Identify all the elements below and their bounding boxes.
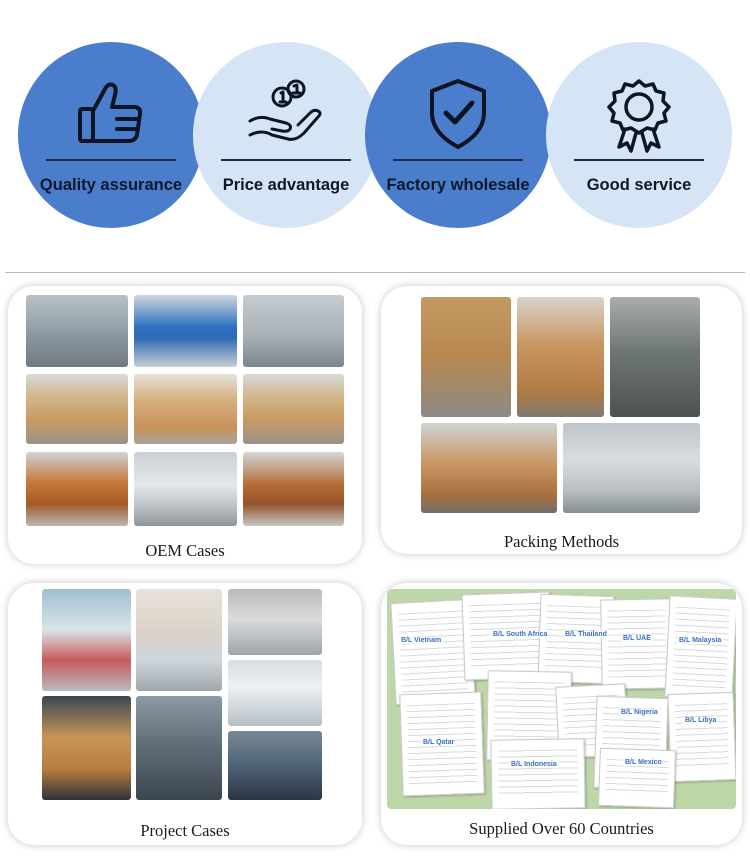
feature-price-advantage: Price advantage <box>193 42 379 228</box>
feature-quality-assurance: Quality assurance <box>18 42 204 228</box>
document-tag: B/L Nigeria <box>619 709 660 716</box>
feature-label: Price advantage <box>222 176 350 194</box>
document-tag: B/L Malaysia <box>677 637 724 644</box>
project-photo <box>136 589 222 691</box>
feature-underline <box>574 159 704 161</box>
project-photo <box>228 731 322 800</box>
document <box>664 595 736 701</box>
document-tag: B/L Libya <box>683 717 719 724</box>
oem-photo <box>134 374 237 444</box>
feature-factory-wholesale: Factory wholesale <box>365 42 551 228</box>
oem-cases-caption: OEM Cases <box>145 541 225 560</box>
hand-coins-icon <box>248 79 322 141</box>
feature-circles: Quality assurance Price advantage Factor… <box>0 0 750 260</box>
document-tag: B/L Vietnam <box>399 637 444 644</box>
project-photo <box>228 660 322 726</box>
document <box>490 738 586 809</box>
oem-photo <box>243 452 344 526</box>
oem-photo <box>243 295 344 367</box>
feature-label: Factory wholesale <box>386 176 530 194</box>
packing-photo <box>610 297 700 417</box>
packing-photo <box>421 297 511 417</box>
oem-photo <box>134 452 237 526</box>
bill-of-lading-collage: B/L Vietnam B/L South Africa B/L Thailan… <box>387 589 736 809</box>
feature-underline <box>393 159 523 161</box>
packing-methods-panel: Packing Methods <box>381 286 742 554</box>
project-photo <box>228 589 322 655</box>
feature-label: Quality assurance <box>39 176 183 194</box>
document-tag: B/L UAE <box>621 635 653 642</box>
document <box>600 598 674 690</box>
feature-label: Good service <box>586 176 692 194</box>
document <box>598 747 676 809</box>
project-photo <box>42 589 131 691</box>
feature-underline <box>46 159 176 161</box>
oem-photo <box>134 295 237 367</box>
project-cases-panel: Project Cases <box>8 583 362 845</box>
shield-check-icon <box>430 79 486 149</box>
document-tag: B/L South Africa <box>491 631 550 638</box>
project-photo <box>42 696 131 800</box>
feature-underline <box>221 159 351 161</box>
packing-photo <box>517 297 604 417</box>
document-tag: B/L Mexico <box>623 759 664 766</box>
project-photo <box>136 696 222 800</box>
document-tag: B/L Qatar <box>421 739 457 746</box>
document-tag: B/L Indonesia <box>509 761 559 768</box>
thumbs-up-icon <box>78 82 143 143</box>
countries-caption: Supplied Over 60 Countries <box>469 819 654 838</box>
document <box>667 691 736 783</box>
packing-photo <box>421 423 557 513</box>
section-divider <box>5 272 745 273</box>
project-cases-caption: Project Cases <box>140 821 230 840</box>
oem-photo <box>26 452 128 526</box>
oem-cases-panel: OEM Cases <box>8 286 362 564</box>
packing-photo <box>563 423 700 513</box>
countries-panel: B/L Vietnam B/L South Africa B/L Thailan… <box>381 583 742 845</box>
award-badge-icon <box>607 79 671 153</box>
oem-photo <box>26 374 128 444</box>
packing-methods-caption: Packing Methods <box>503 532 620 551</box>
oem-photo <box>243 374 344 444</box>
oem-photo <box>26 295 128 367</box>
feature-good-service: Good service <box>546 42 732 228</box>
document-tag: B/L Thailand <box>563 631 609 638</box>
